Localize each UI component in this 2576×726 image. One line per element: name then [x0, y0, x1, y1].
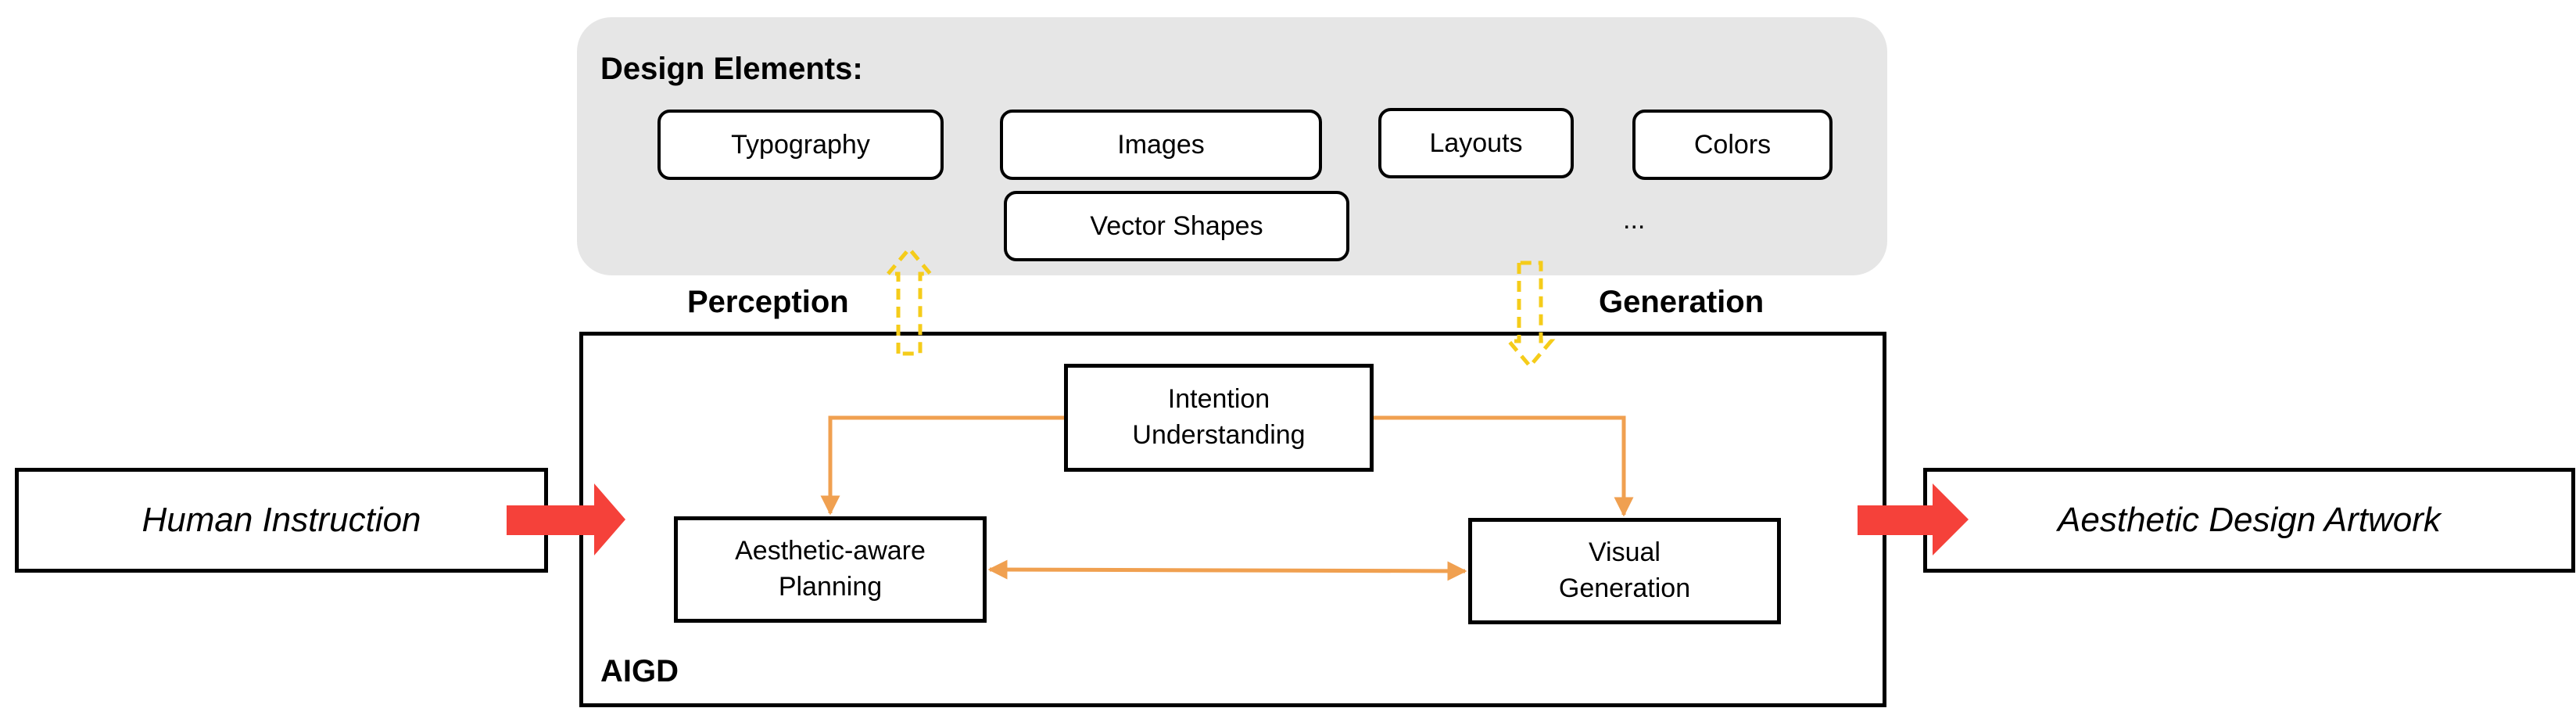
arrow-intention-to-visual	[1374, 415, 1634, 517]
aesthetic-planning-node: Aesthetic-aware Planning	[674, 516, 987, 623]
element-colors: Colors	[1632, 110, 1833, 180]
element-vector-shapes: Vector Shapes	[1004, 191, 1349, 261]
perception-label: Perception	[687, 285, 849, 319]
arrow-intention-to-planning	[820, 415, 1064, 516]
intention-understanding-node: Intention Understanding	[1064, 364, 1374, 472]
visual-generation-node: Visual Generation	[1468, 518, 1781, 624]
arrow-input-to-aigd	[507, 483, 625, 555]
arrow-planning-visual-bidirectional	[987, 559, 1467, 581]
aigd-label: AIGD	[600, 654, 679, 688]
more-elements-ellipsis: ...	[1623, 205, 1646, 235]
aesthetic-design-artwork-text: Aesthetic Design Artwork	[2058, 501, 2441, 540]
human-instruction-box: Human Instruction	[15, 468, 548, 573]
aesthetic-design-artwork-box: Aesthetic Design Artwork	[1923, 468, 2575, 573]
arrow-aigd-to-output	[1858, 483, 1969, 555]
human-instruction-text: Human Instruction	[142, 501, 421, 540]
generation-label: Generation	[1599, 285, 1765, 319]
design-elements-title: Design Elements:	[600, 52, 863, 86]
perception-dashed-arrow	[883, 246, 935, 356]
element-images: Images	[1000, 110, 1322, 180]
generation-dashed-arrow	[1504, 261, 1556, 369]
element-layouts: Layouts	[1378, 108, 1574, 178]
element-typography: Typography	[657, 110, 944, 180]
